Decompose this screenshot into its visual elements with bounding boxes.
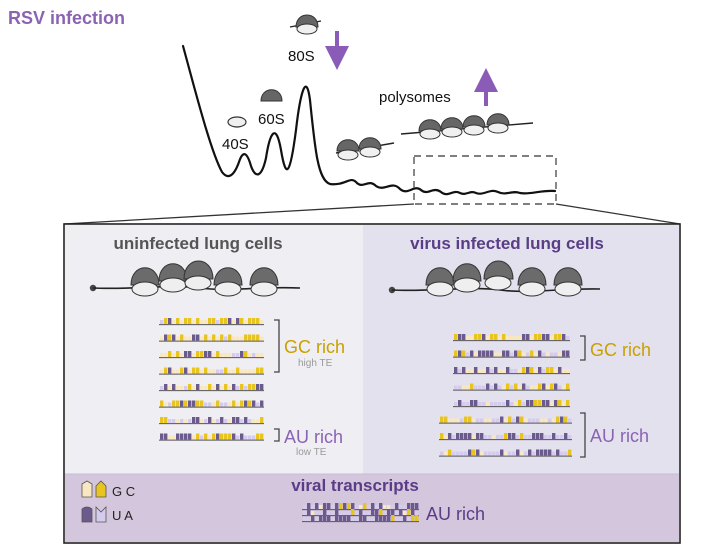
uninfected-transcript-stack xyxy=(159,318,264,441)
transcript-strip xyxy=(453,383,570,391)
viral-transcript-strip xyxy=(302,515,419,523)
uninfected-section xyxy=(65,225,363,474)
viral-au-label: AU rich xyxy=(426,504,485,524)
transcript-strip xyxy=(453,400,570,408)
uninfected-au-te: low TE xyxy=(296,447,327,458)
transcript-strip xyxy=(159,417,264,425)
label-60s: 60S xyxy=(258,111,285,128)
uninfected-polysome-icon xyxy=(89,260,301,297)
disome-icon xyxy=(335,137,395,161)
transcript-strip xyxy=(453,334,570,342)
uninfected-au-label: AU rich xyxy=(284,427,343,447)
transcript-strip xyxy=(159,334,264,342)
zoom-region-box xyxy=(413,155,557,205)
monosome-80s-icon xyxy=(289,14,322,35)
transcript-strip xyxy=(439,433,572,441)
infected-transcript-stack xyxy=(439,334,572,457)
zoom-line-left xyxy=(63,203,415,225)
polysome-icon xyxy=(400,113,534,140)
large-subunit-60s-icon xyxy=(260,89,283,102)
transcript-strip xyxy=(159,367,264,375)
transcript-strip xyxy=(159,433,264,441)
uninfected-gc-te: high TE xyxy=(298,358,333,369)
label-80s: 80S xyxy=(288,48,315,65)
uninfected-gc-label: GC rich xyxy=(284,337,345,357)
transcript-strip xyxy=(453,350,570,358)
viral-title: viral transcripts xyxy=(291,476,419,495)
detail-panel xyxy=(63,223,681,544)
g-nucleotide-icon xyxy=(95,480,107,498)
label-40s: 40S xyxy=(222,136,249,153)
nucleotide-legend: G C U A xyxy=(81,480,135,523)
transcript-strip xyxy=(159,351,264,359)
figure-title: RSV infection xyxy=(8,8,125,28)
legend-gc-text: G C xyxy=(112,484,135,499)
infected-gc-bracket xyxy=(580,335,586,361)
infected-polysome-icon xyxy=(388,260,601,297)
transcript-strip xyxy=(439,416,572,424)
viral-transcript-stack xyxy=(302,503,419,523)
label-polysomes: polysomes xyxy=(379,89,451,106)
infected-gc-label: GC rich xyxy=(590,340,651,360)
transcript-strip xyxy=(159,318,264,326)
polysome-profile-trace xyxy=(181,44,557,196)
infected-section xyxy=(363,225,679,474)
legend-ua-text: U A xyxy=(112,508,133,523)
infected-au-bracket xyxy=(580,412,586,458)
transcript-strip xyxy=(159,384,264,392)
transcript-strip xyxy=(453,367,570,375)
infected-title: virus infected lung cells xyxy=(410,234,604,253)
zoom-line-right xyxy=(555,203,681,225)
uninfected-gc-bracket xyxy=(274,319,280,373)
uninfected-au-bracket xyxy=(274,428,280,442)
small-subunit-40s-icon xyxy=(227,116,247,128)
u-nucleotide-icon xyxy=(81,506,93,523)
c-nucleotide-icon xyxy=(81,480,93,498)
a-nucleotide-icon xyxy=(95,506,107,523)
infected-au-label: AU rich xyxy=(590,426,649,446)
transcript-strip xyxy=(439,449,572,457)
transcript-strip xyxy=(159,400,264,408)
uninfected-title: uninfected lung cells xyxy=(113,234,282,253)
